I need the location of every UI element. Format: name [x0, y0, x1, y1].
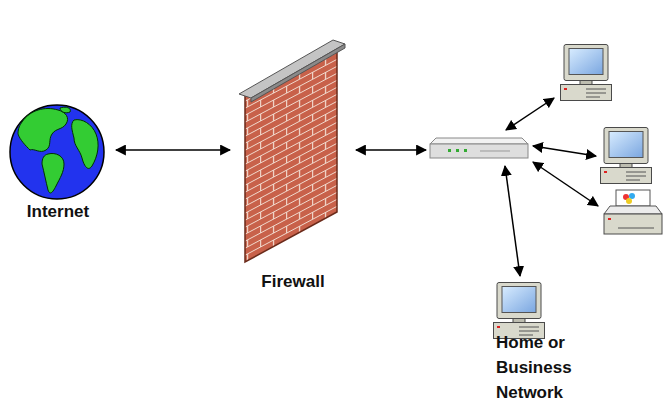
internet-node: Internet: [2, 100, 114, 226]
node-label: Firewall: [232, 269, 354, 294]
network-node: Home or Business Network: [428, 38, 660, 412]
computer-icon: [494, 283, 545, 339]
node-label: Internet: [2, 199, 114, 224]
text-block: Firewall: [232, 269, 354, 294]
text-block: Home or Business Network: [496, 330, 596, 405]
connector-arrow: [356, 149, 426, 151]
device-link: [505, 98, 598, 276]
firewall-node: Firewall: [232, 36, 354, 298]
connector-arrow: [116, 149, 230, 151]
network-hub: [430, 138, 528, 158]
computer-icon: [601, 128, 652, 184]
printer-icon: [604, 190, 662, 234]
node-label: Home or Business Network: [496, 330, 596, 405]
firewall-wall: [239, 40, 345, 262]
text-block: Internet: [2, 199, 114, 224]
globe-icon: [10, 105, 104, 199]
computer-icon: [561, 45, 612, 101]
